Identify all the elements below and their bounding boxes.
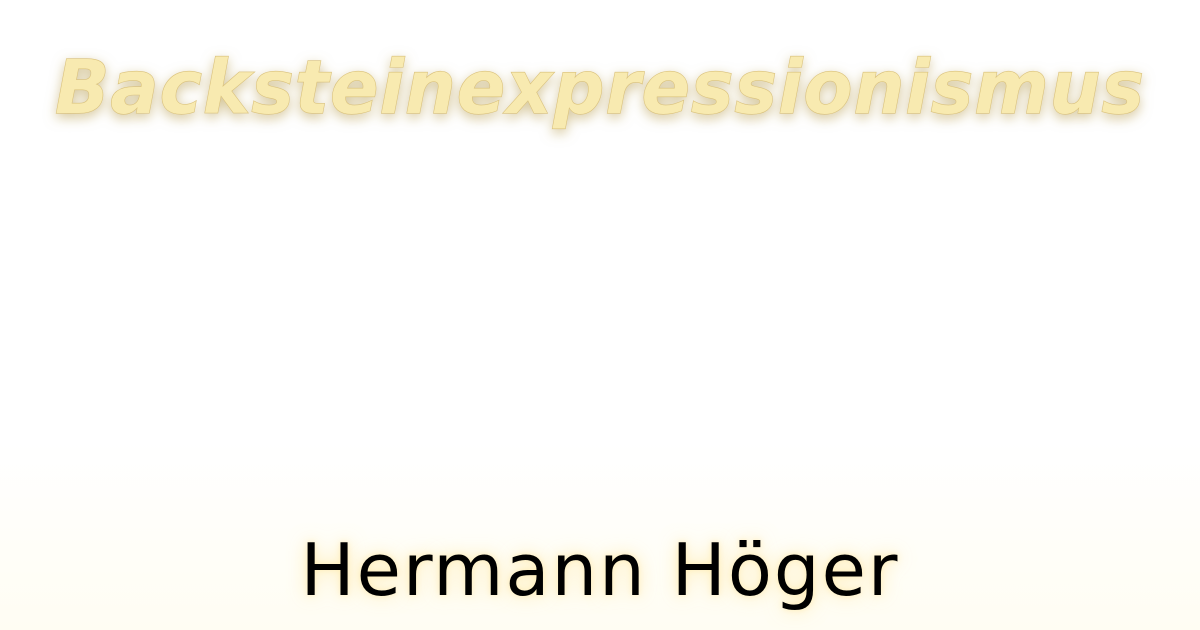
headline-graphic: Backsteinexpressionismus: [54, 44, 1145, 131]
headline-text: Backsteinexpressionismus: [55, 45, 1145, 131]
headline-banner: Backsteinexpressionismus: [0, 18, 1200, 158]
subject-name: Hermann Höger: [300, 528, 900, 612]
subject-banner: Hermann Höger: [0, 520, 1200, 620]
